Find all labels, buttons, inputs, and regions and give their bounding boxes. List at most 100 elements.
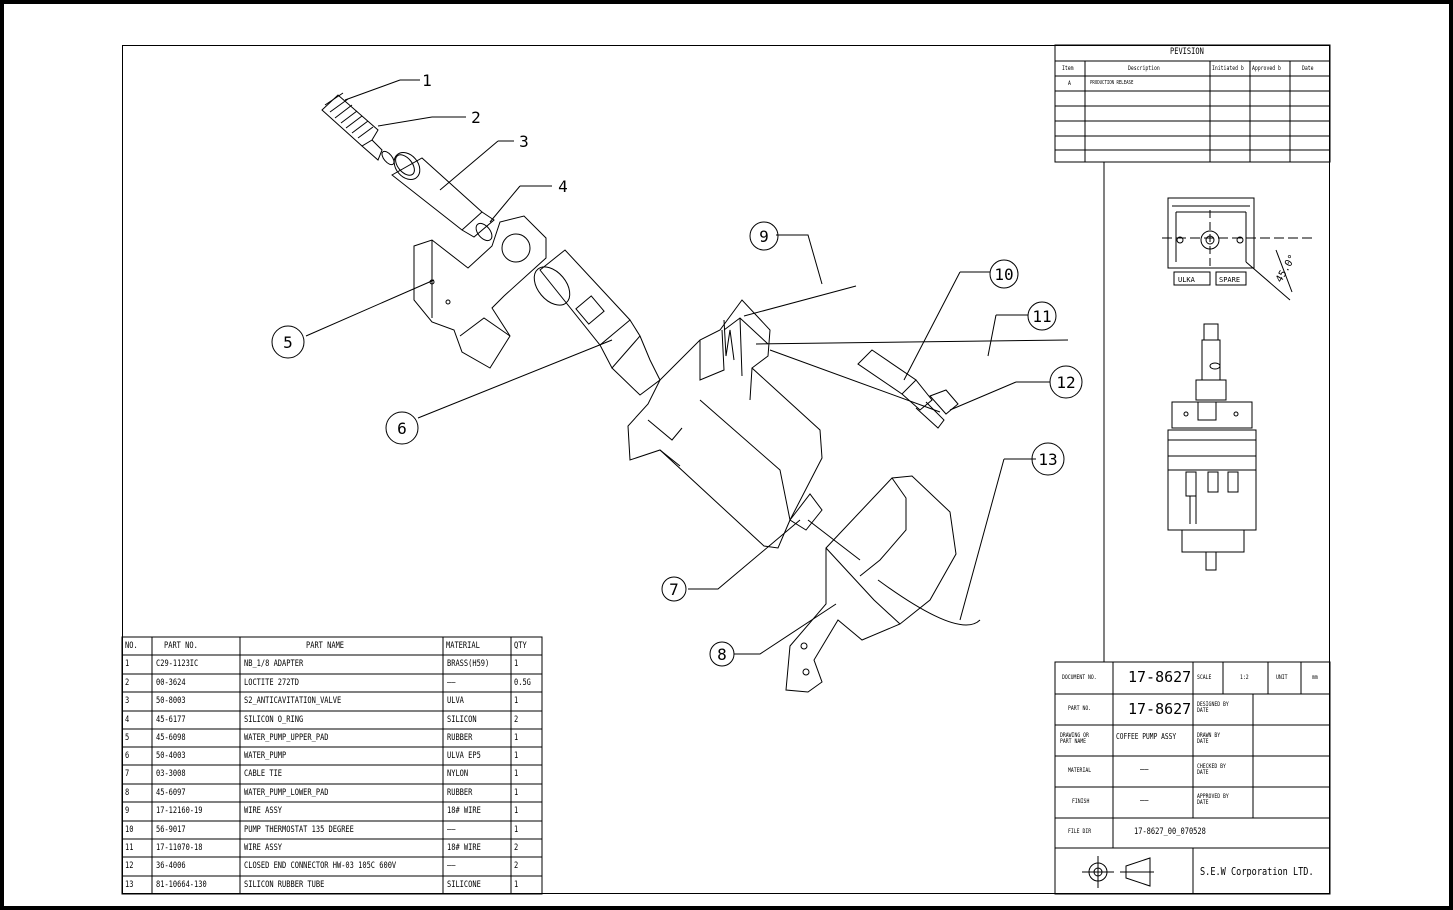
bom-header-qty: QTY <box>514 641 527 651</box>
drawing-sheet <box>122 45 1330 894</box>
company-name: S.E.W Corporation LTD. <box>1200 865 1314 878</box>
bom-cell-qty: 0.5G <box>514 678 531 688</box>
bom-cell-qty: 1 <box>514 659 519 669</box>
drawing-name-label: DRAWING OR PART NAME <box>1060 732 1089 745</box>
material-label: MATERIAL <box>1068 767 1092 774</box>
rev-header-initiated: Initiated b <box>1212 65 1244 72</box>
drawing-name: COFFEE PUMP ASSY <box>1116 732 1177 741</box>
bom-header-part-name: PART NAME <box>306 641 345 651</box>
bom-cell-material: SILICON <box>447 715 477 725</box>
callout-10: 10 <box>994 265 1013 284</box>
callout-1: 1 <box>422 71 432 90</box>
bom-cell-name: WATER_PUMP_UPPER_PAD <box>244 733 329 743</box>
valve-body-part <box>391 152 495 238</box>
side-view-labels: 45.0° ULKA SPARE <box>1178 253 1299 285</box>
rev-header-approved: Approved b <box>1252 65 1281 72</box>
drawn-by-label: DRAWN BY DATE <box>1197 732 1221 745</box>
bom-table-grid <box>121 636 543 895</box>
approved-by-label: APPROVED BY DATE <box>1197 793 1229 806</box>
bom-cell-no: 3 <box>125 696 130 706</box>
bom-cell-no: 2 <box>125 678 130 688</box>
bom-cell-part-no: 45-6177 <box>156 715 186 725</box>
bom-cell-name: WATER_PUMP_LOWER_PAD <box>244 788 329 798</box>
bom-cell-qty: 1 <box>514 769 519 779</box>
thermostat-part <box>857 349 959 429</box>
bom-cell-part-no: 17-12160-19 <box>156 806 203 816</box>
bom-cell-name: WIRE ASSY <box>244 843 283 853</box>
material-value: —— <box>1140 765 1149 775</box>
revision-title: PEVISION <box>1170 47 1204 57</box>
rev-row-item: A <box>1068 80 1071 87</box>
part-no: 17-8627 <box>1128 700 1192 718</box>
checked-by-label: CHECKED BY DATE <box>1197 763 1226 776</box>
water-pump-part <box>533 249 823 549</box>
bom-cell-name: WATER_PUMP <box>244 751 287 761</box>
rev-header-description: Description <box>1128 65 1160 72</box>
document-no-label: DOCUMENT NO. <box>1062 674 1097 681</box>
bom-cell-qty: 1 <box>514 751 519 761</box>
scale-value: 1:2 <box>1240 674 1249 681</box>
bom-cell-qty: 1 <box>514 788 519 798</box>
angle-label: 45.0° <box>1274 253 1299 285</box>
bom-cell-name: SILICON RUBBER TUBE <box>244 880 325 890</box>
bom-cell-name: NB_1/8 ADAPTER <box>244 659 304 669</box>
bom-cell-no: 9 <box>125 806 130 816</box>
bom-cell-part-no: 45-6097 <box>156 788 186 798</box>
part-no-label: PART NO. <box>1068 705 1092 712</box>
top-view <box>1162 197 1312 301</box>
upper-pad-part <box>413 215 547 369</box>
callout-5: 5 <box>283 333 293 352</box>
bom-cell-no: 7 <box>125 769 130 779</box>
bom-cell-material: —— <box>447 861 456 871</box>
bom-cell-no: 10 <box>125 825 134 835</box>
bom-cell-no: 1 <box>125 659 130 669</box>
callout-2: 2 <box>471 108 481 127</box>
bom-cell-part-no: 00-3624 <box>156 678 186 688</box>
bom-cell-no: 12 <box>125 861 134 871</box>
bom-cell-name: CABLE TIE <box>244 769 283 779</box>
bom-cell-qty: 1 <box>514 825 519 835</box>
callout-8: 8 <box>717 645 727 664</box>
rev-header-item: Item <box>1062 65 1074 72</box>
callout-numbers: 1 2 3 4 5 6 7 8 9 10 11 12 13 <box>283 71 1075 664</box>
callout-4: 4 <box>558 177 568 196</box>
file-dir-label: FILE DIR <box>1068 828 1092 835</box>
finish-value: —— <box>1140 796 1149 806</box>
bom-cell-part-no: 50-8003 <box>156 696 186 706</box>
lower-pad-part <box>785 475 957 693</box>
callout-7: 7 <box>669 580 679 599</box>
bom-cell-part-no: 17-11070-18 <box>156 843 203 853</box>
bom-cell-name: S2_ANTICAVITATION_VALVE <box>244 696 342 706</box>
bom-cell-qty: 1 <box>514 696 519 706</box>
callout-6: 6 <box>397 419 407 438</box>
revision-table-grid <box>1054 44 1331 662</box>
adapter-fitting-part <box>321 92 415 176</box>
bom-cell-qty: 2 <box>514 715 519 725</box>
bom-cell-material: RUBBER <box>447 733 473 743</box>
bom-cell-material: BRASS(H59) <box>447 659 490 669</box>
bom-cell-part-no: 81-10664-130 <box>156 880 207 890</box>
wire-lines <box>743 285 1069 626</box>
bom-cell-part-no: 03-3008 <box>156 769 186 779</box>
side-label-left: ULKA <box>1178 276 1196 284</box>
callout-circles <box>271 221 1083 667</box>
bom-cell-part-no: 50-4003 <box>156 751 186 761</box>
document-no: 17-8627 <box>1128 668 1192 686</box>
bom-cell-no: 11 <box>125 843 134 853</box>
bom-cell-material: ULVA <box>447 696 464 706</box>
bom-cell-qty: 1 <box>514 880 519 890</box>
leader-lines <box>305 79 1050 655</box>
front-view <box>1167 323 1257 571</box>
designed-by-label: DESIGNED BY DATE <box>1197 701 1229 714</box>
bom-cell-part-no: 45-6098 <box>156 733 186 743</box>
bom-cell-no: 5 <box>125 733 130 743</box>
bom-cell-part-no: 56-9017 <box>156 825 186 835</box>
bom-cell-no: 13 <box>125 880 134 890</box>
unit-label: UNIT <box>1276 674 1288 681</box>
bom-cell-material: NYLON <box>447 769 469 779</box>
bom-cell-material: 18# WIRE <box>447 843 481 853</box>
title-block-grid <box>1054 661 1331 895</box>
bom-cell-qty: 1 <box>514 733 519 743</box>
